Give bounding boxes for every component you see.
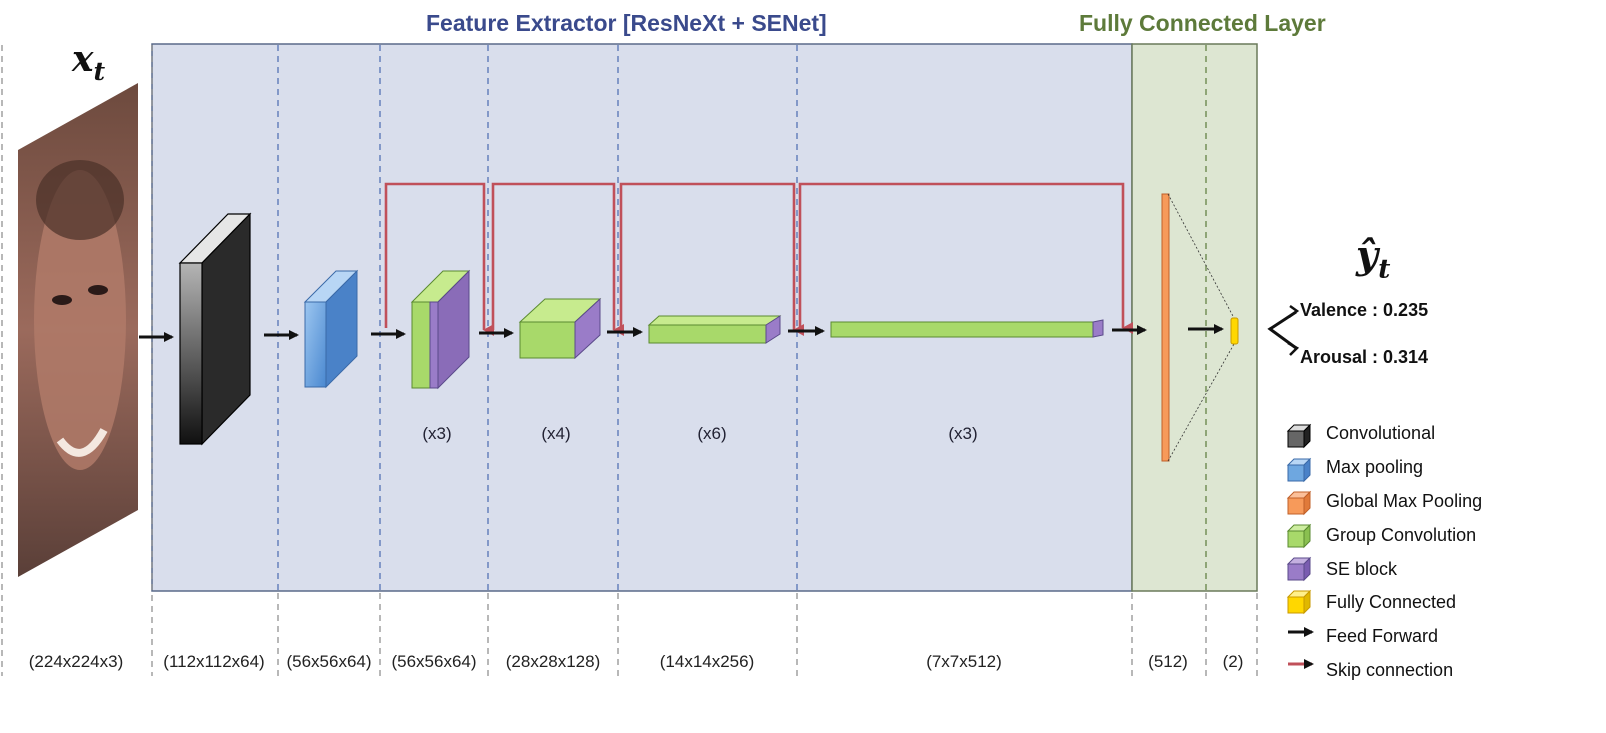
legend-label: Global Max Pooling: [1326, 490, 1483, 511]
repeat-label: (x3): [422, 424, 452, 443]
skip-connections: [384, 182, 1133, 336]
input-symbol: xt: [72, 38, 106, 86]
global-max-pooling-icon: [1286, 490, 1312, 516]
legend-item: Fully Connected: [1326, 586, 1482, 620]
legend-label: Max pooling: [1326, 457, 1424, 478]
dimension-label: (112x112x64): [163, 652, 265, 671]
group-convolution-icon: [1286, 523, 1312, 549]
stage4-block: [830, 319, 1104, 338]
output-split-arrow: [1267, 304, 1300, 356]
feature-extractor-title: Feature Extractor [ResNeXt + SENet]: [426, 10, 827, 36]
column-separators: [1, 45, 1258, 676]
dimension-label: (7x7x512): [926, 652, 1002, 671]
repeat-label: (x6): [697, 424, 727, 443]
legend-label: Skip connection: [1326, 659, 1454, 680]
dimension-label: (512): [1148, 652, 1188, 671]
feed-forward-arrows: [139, 324, 1224, 342]
fully-connected-title: Fully Connected Layer: [1079, 10, 1326, 36]
max-pooling-icon: [1286, 457, 1312, 483]
dimension-label: (224x224x3): [28, 652, 124, 671]
dimension-label: (56x56x64): [391, 652, 477, 671]
legend-item: Max pooling: [1326, 451, 1482, 485]
feature-extractor-panel: [151, 43, 1133, 592]
stage1-block: [410, 269, 471, 390]
fully-connected-panel: [1131, 43, 1258, 592]
legend-icons: [1286, 423, 1314, 669]
legend-item: Skip connection: [1326, 654, 1482, 688]
repeat-label: (x4): [541, 424, 571, 443]
dimension-label: (2): [1222, 652, 1244, 671]
legend-label: Group Convolution: [1326, 524, 1477, 545]
legend-label: SE block: [1326, 558, 1398, 579]
legend-item: SE block: [1326, 552, 1482, 586]
input-face-image: [18, 83, 138, 577]
global-max-pooling-bar: [1161, 193, 1235, 462]
output-symbol: ŷt: [1356, 232, 1391, 285]
legend-item: Feed Forward: [1326, 620, 1482, 654]
legend-item: Group Convolution: [1326, 518, 1482, 552]
fully-connected-icon: [1286, 589, 1312, 615]
legend-label: Feed Forward: [1326, 626, 1439, 647]
dimension-label: (14x14x256): [659, 652, 755, 671]
legend-label: Convolutional: [1326, 423, 1436, 444]
valence-output: Valence : 0.235: [1300, 300, 1429, 320]
stage2-block: [518, 297, 602, 360]
convolutional-icon: [1286, 423, 1312, 449]
dimension-label: (28x28x128): [505, 652, 601, 671]
legend: Convolutional Max pooling Global Max Poo…: [1326, 417, 1482, 687]
legend-label: Fully Connected: [1326, 592, 1457, 613]
dimension-label: (56x56x64): [286, 652, 372, 671]
conv-block: [178, 212, 252, 446]
arousal-output: Arousal : 0.314: [1300, 347, 1429, 367]
max-pooling-block: [303, 269, 359, 389]
stage3-block: [647, 315, 782, 344]
legend-item: Convolutional: [1326, 417, 1482, 451]
se-block-icon: [1286, 556, 1312, 582]
legend-item: Global Max Pooling: [1326, 485, 1482, 519]
repeat-label: (x3): [948, 424, 978, 443]
fully-connected-node: [1230, 317, 1239, 345]
